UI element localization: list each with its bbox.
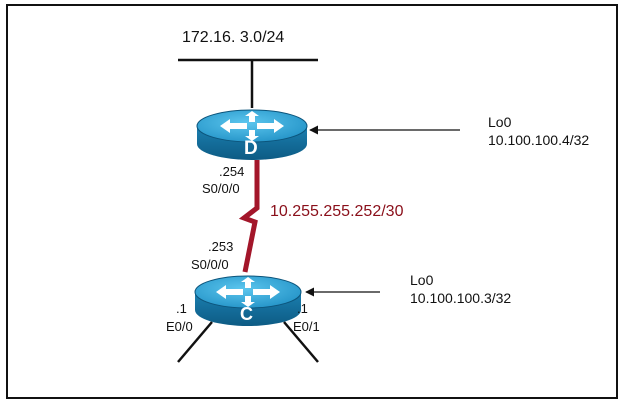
router-c-serial-if: S0/0/0 — [191, 257, 229, 272]
router-d-loopback-if: Lo0 — [488, 114, 512, 130]
router-c-loopback-ip: 10.100.100.3/32 — [410, 290, 512, 306]
diagram-border — [6, 4, 618, 399]
router-c-e00-host: .1 — [176, 301, 187, 316]
router-c-name: C — [240, 304, 253, 324]
router-d-loopback-ip: 10.100.100.4/32 — [488, 132, 590, 148]
router-c-e01-host: .1 — [297, 301, 308, 316]
router-d-serial-host: .254 — [219, 164, 245, 179]
ethernet-link-e01 — [283, 321, 319, 363]
router-d-icon — [196, 109, 308, 160]
router-c-icon — [194, 275, 302, 326]
router-c-e01-if: E0/1 — [293, 319, 320, 334]
wan-link-label: 10.255.255.252/30 — [270, 203, 404, 220]
router-d-name: D — [244, 138, 258, 159]
router-d-serial-if: S0/0/0 — [202, 181, 240, 196]
lan-network-label: 172.16. 3.0/24 — [182, 29, 285, 46]
serial-link — [238, 160, 260, 273]
router-c-e00-if: E0/0 — [166, 319, 193, 334]
ethernet-link-e00 — [177, 321, 213, 363]
router-c-serial-host: .253 — [208, 239, 234, 254]
router-c-loopback-if: Lo0 — [410, 272, 434, 288]
